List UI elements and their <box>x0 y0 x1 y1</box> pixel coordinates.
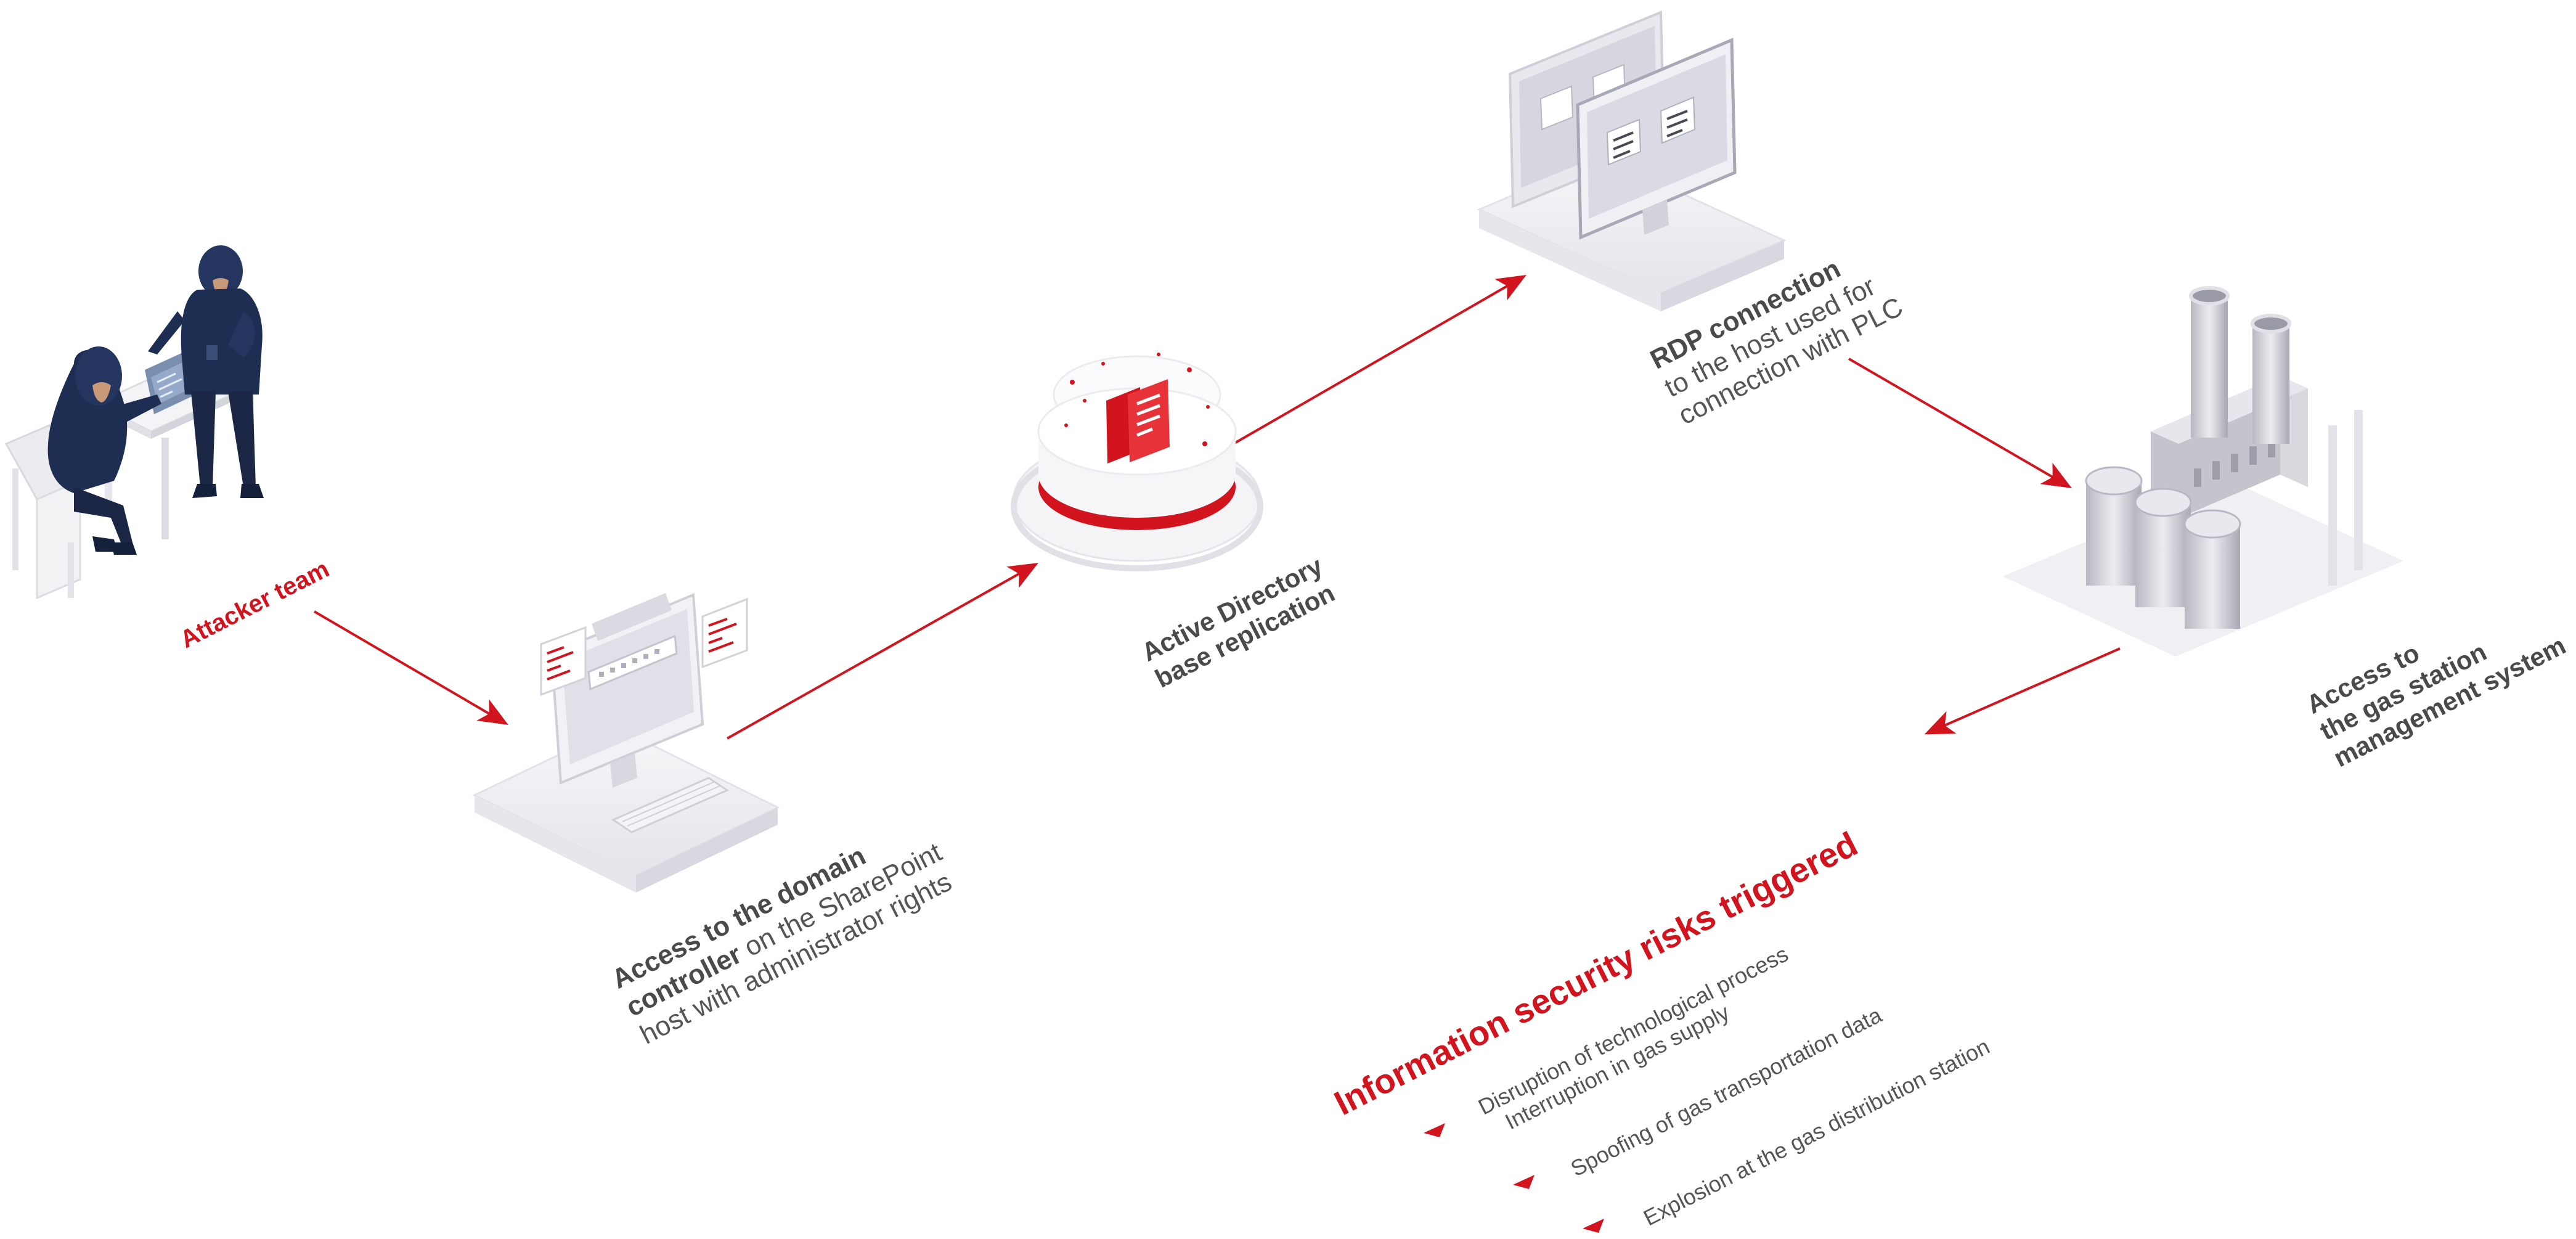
risk-bullet-3 <box>1583 1219 1604 1233</box>
domain-controller-computer-icon <box>472 593 780 893</box>
arrow-attacker-to-dc <box>313 610 508 726</box>
attacker-team-illustration <box>4 245 264 600</box>
arrow-gas-to-risks <box>1924 647 2121 735</box>
active-directory-database-icon <box>1011 353 1263 571</box>
gas-plant-icon <box>2003 286 2403 656</box>
arrow-dc-to-ad <box>727 563 1038 740</box>
rdp-monitors-icon <box>1477 10 1787 311</box>
risk-bullet-2 <box>1513 1175 1535 1189</box>
risk-bullets <box>1424 1123 1604 1233</box>
risk-bullet-1 <box>1424 1123 1445 1137</box>
arrow-ad-to-rdp <box>1231 275 1526 446</box>
arrow-rdp-to-gas <box>1848 358 2072 489</box>
flow-arrows <box>313 275 2121 740</box>
